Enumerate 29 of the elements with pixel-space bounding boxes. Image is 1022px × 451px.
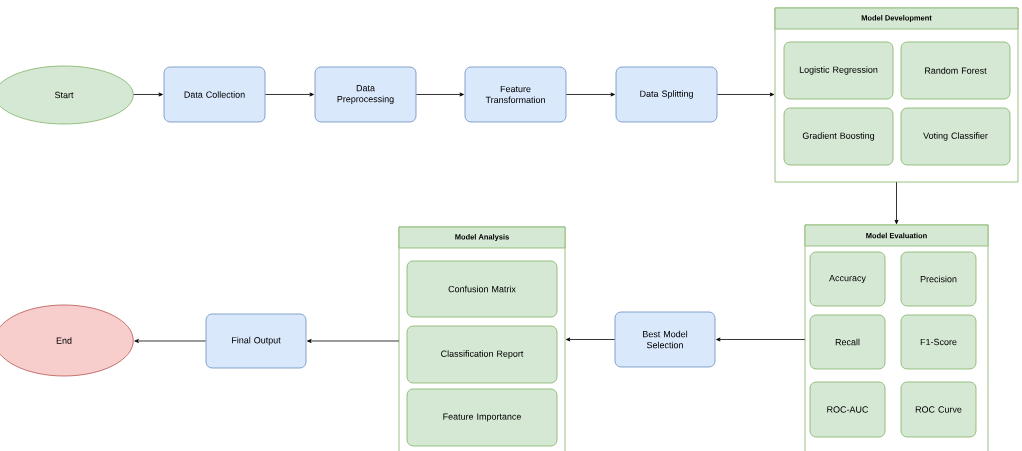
method-box: Voting Classifier [900, 107, 1011, 166]
arrow [716, 337, 806, 342]
method-box: ROC-AUC [809, 381, 886, 438]
arrow [565, 337, 615, 342]
process-box: Data Splitting [615, 66, 718, 123]
method-box: Accuracy [809, 251, 886, 307]
process-box: Feature Transformation [464, 66, 567, 123]
arrow [133, 92, 163, 97]
method-box: Random Forest [900, 41, 1011, 100]
method-box: Classification Report [406, 325, 558, 384]
method-box: Precision [900, 251, 977, 307]
method-box: Recall [809, 314, 886, 370]
process-box: Best Model Selection [614, 311, 716, 368]
method-box: Confusion Matrix [406, 260, 558, 318]
method-box: Gradient Boosting [783, 107, 894, 166]
arrow [416, 92, 464, 97]
process-box: Data Collection [163, 66, 266, 123]
method-box: Feature Importance [406, 388, 558, 447]
arrow [717, 92, 775, 97]
arrow [134, 339, 206, 343]
method-box: Logistic Regression [783, 41, 894, 100]
process-box: Data Preprocessing [314, 66, 417, 123]
arrow [894, 181, 899, 225]
process-box: Final Output [205, 313, 307, 369]
arrow [566, 92, 615, 97]
method-box: ROC Curve [900, 381, 977, 438]
arrow [265, 92, 314, 97]
arrow [307, 339, 400, 343]
method-box: F1-Score [900, 314, 977, 370]
